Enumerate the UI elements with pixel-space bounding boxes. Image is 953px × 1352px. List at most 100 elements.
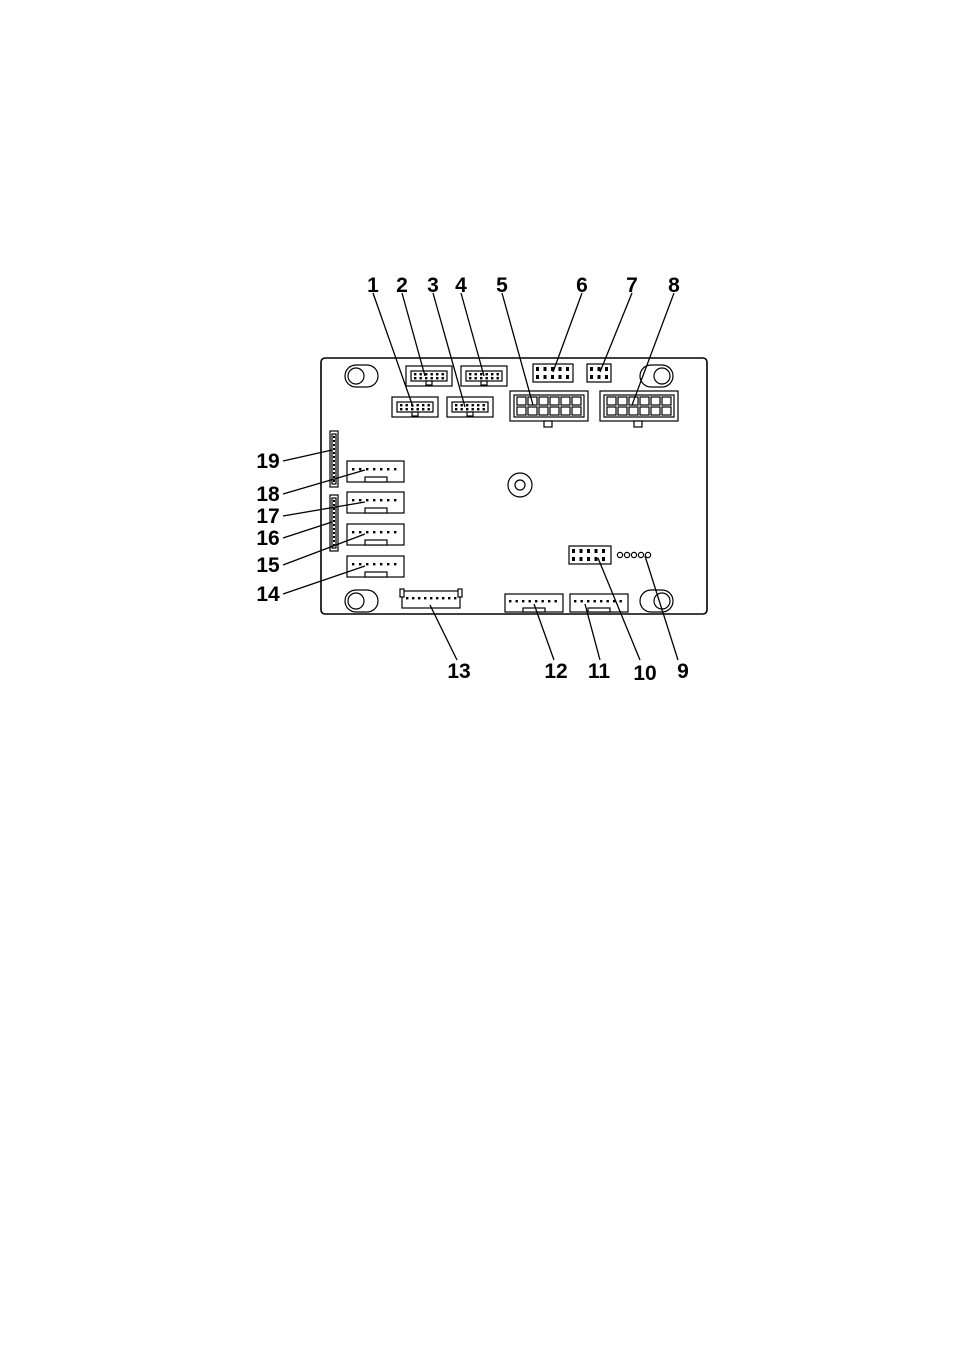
- pin-dot: [566, 375, 569, 379]
- pin-dot: [483, 408, 485, 410]
- pin-dot: [469, 373, 471, 375]
- pin-dot: [359, 499, 361, 501]
- pin-dot: [333, 512, 335, 514]
- callout-13: 13: [447, 660, 470, 683]
- pin-dot: [587, 549, 590, 553]
- callout-8: 8: [668, 274, 680, 297]
- pin-dot: [333, 440, 335, 442]
- pin-dot: [420, 373, 422, 375]
- pin-cell: [528, 407, 537, 415]
- pin-cell: [618, 407, 627, 415]
- pin-cell: [618, 397, 627, 405]
- connector-3: [447, 397, 493, 417]
- pin-dot: [352, 499, 354, 501]
- pin-dot: [406, 408, 408, 410]
- pin-dot: [436, 377, 438, 379]
- pin-cell: [550, 397, 559, 405]
- pin-dot: [333, 504, 335, 506]
- pin-dot: [424, 597, 426, 599]
- pin-dot: [373, 531, 375, 533]
- pin-dot: [414, 377, 416, 379]
- callout-2: 2: [396, 274, 408, 297]
- pin-cell: [539, 397, 548, 405]
- pin-dot: [387, 468, 389, 470]
- pin-dot: [333, 532, 335, 534]
- pin-dot: [442, 377, 444, 379]
- pin-dot: [333, 452, 335, 454]
- pin-dot: [580, 549, 583, 553]
- pin-dot: [394, 468, 396, 470]
- center-standoff: [508, 473, 532, 497]
- pin-cell: [629, 407, 638, 415]
- pin-dot: [477, 408, 479, 410]
- pin-dot: [587, 600, 589, 602]
- callout-4: 4: [455, 274, 467, 297]
- pin-dot: [559, 375, 562, 379]
- callout-6: 6: [576, 274, 588, 297]
- pin-cell: [517, 407, 526, 415]
- pin-dot: [448, 597, 450, 599]
- pin-dot: [394, 531, 396, 533]
- pin-dot: [497, 377, 499, 379]
- mounting-hole-bottom-left: [345, 590, 378, 612]
- pin-dot: [486, 377, 488, 379]
- pin-dot: [333, 468, 335, 470]
- pin-dot: [480, 377, 482, 379]
- pin-dot: [574, 600, 576, 602]
- pin-dot: [536, 375, 539, 379]
- pin-dot: [436, 373, 438, 375]
- connector-17: [347, 492, 404, 513]
- pin-dot: [373, 563, 375, 565]
- pin-dot: [431, 373, 433, 375]
- pin-dot: [509, 600, 511, 602]
- pin-dot: [414, 373, 416, 375]
- pin-dot: [366, 499, 368, 501]
- pin-dot: [555, 600, 557, 602]
- pin-cell: [640, 397, 649, 405]
- pin-dot: [598, 375, 601, 379]
- pin-dot: [333, 516, 335, 518]
- pin-dot: [333, 472, 335, 474]
- pin-dot: [551, 375, 554, 379]
- pin-cell: [539, 407, 548, 415]
- pin-dot: [373, 499, 375, 501]
- pin-dot: [380, 563, 382, 565]
- callout-3: 3: [427, 274, 439, 297]
- pin-dot: [548, 600, 550, 602]
- mounting-hole-top-left: [345, 365, 378, 387]
- pin-dot: [475, 373, 477, 375]
- pin-dot: [455, 404, 457, 406]
- callout-10: 10: [633, 662, 656, 685]
- pin-dot: [607, 600, 609, 602]
- pin-dot: [380, 531, 382, 533]
- pin-cell: [640, 407, 649, 415]
- pin-cell: [662, 397, 671, 405]
- pin-dot: [580, 557, 583, 561]
- pin-dot: [418, 597, 420, 599]
- pin-cell: [572, 407, 581, 415]
- pin-dot: [333, 528, 335, 530]
- pin-dot: [366, 531, 368, 533]
- pin-dot: [605, 375, 608, 379]
- pin-dot: [352, 563, 354, 565]
- pin-dot: [461, 404, 463, 406]
- pin-dot: [529, 600, 531, 602]
- callout-11: 11: [588, 660, 611, 683]
- jumper-10: [569, 546, 611, 564]
- pin-cell: [561, 397, 570, 405]
- pin-dot: [620, 600, 622, 602]
- pin-dot: [566, 367, 569, 371]
- pin-dot: [430, 597, 432, 599]
- callout-14: 14: [256, 583, 280, 606]
- pin-dot: [412, 597, 414, 599]
- pin-dot: [366, 468, 368, 470]
- pin-dot: [400, 408, 402, 410]
- pin-dot: [333, 500, 335, 502]
- pin-dot: [535, 600, 537, 602]
- pin-dot: [522, 600, 524, 602]
- pin-dot: [333, 476, 335, 478]
- pin-dot: [333, 480, 335, 482]
- pin-cell: [517, 397, 526, 405]
- callout-7: 7: [626, 274, 638, 297]
